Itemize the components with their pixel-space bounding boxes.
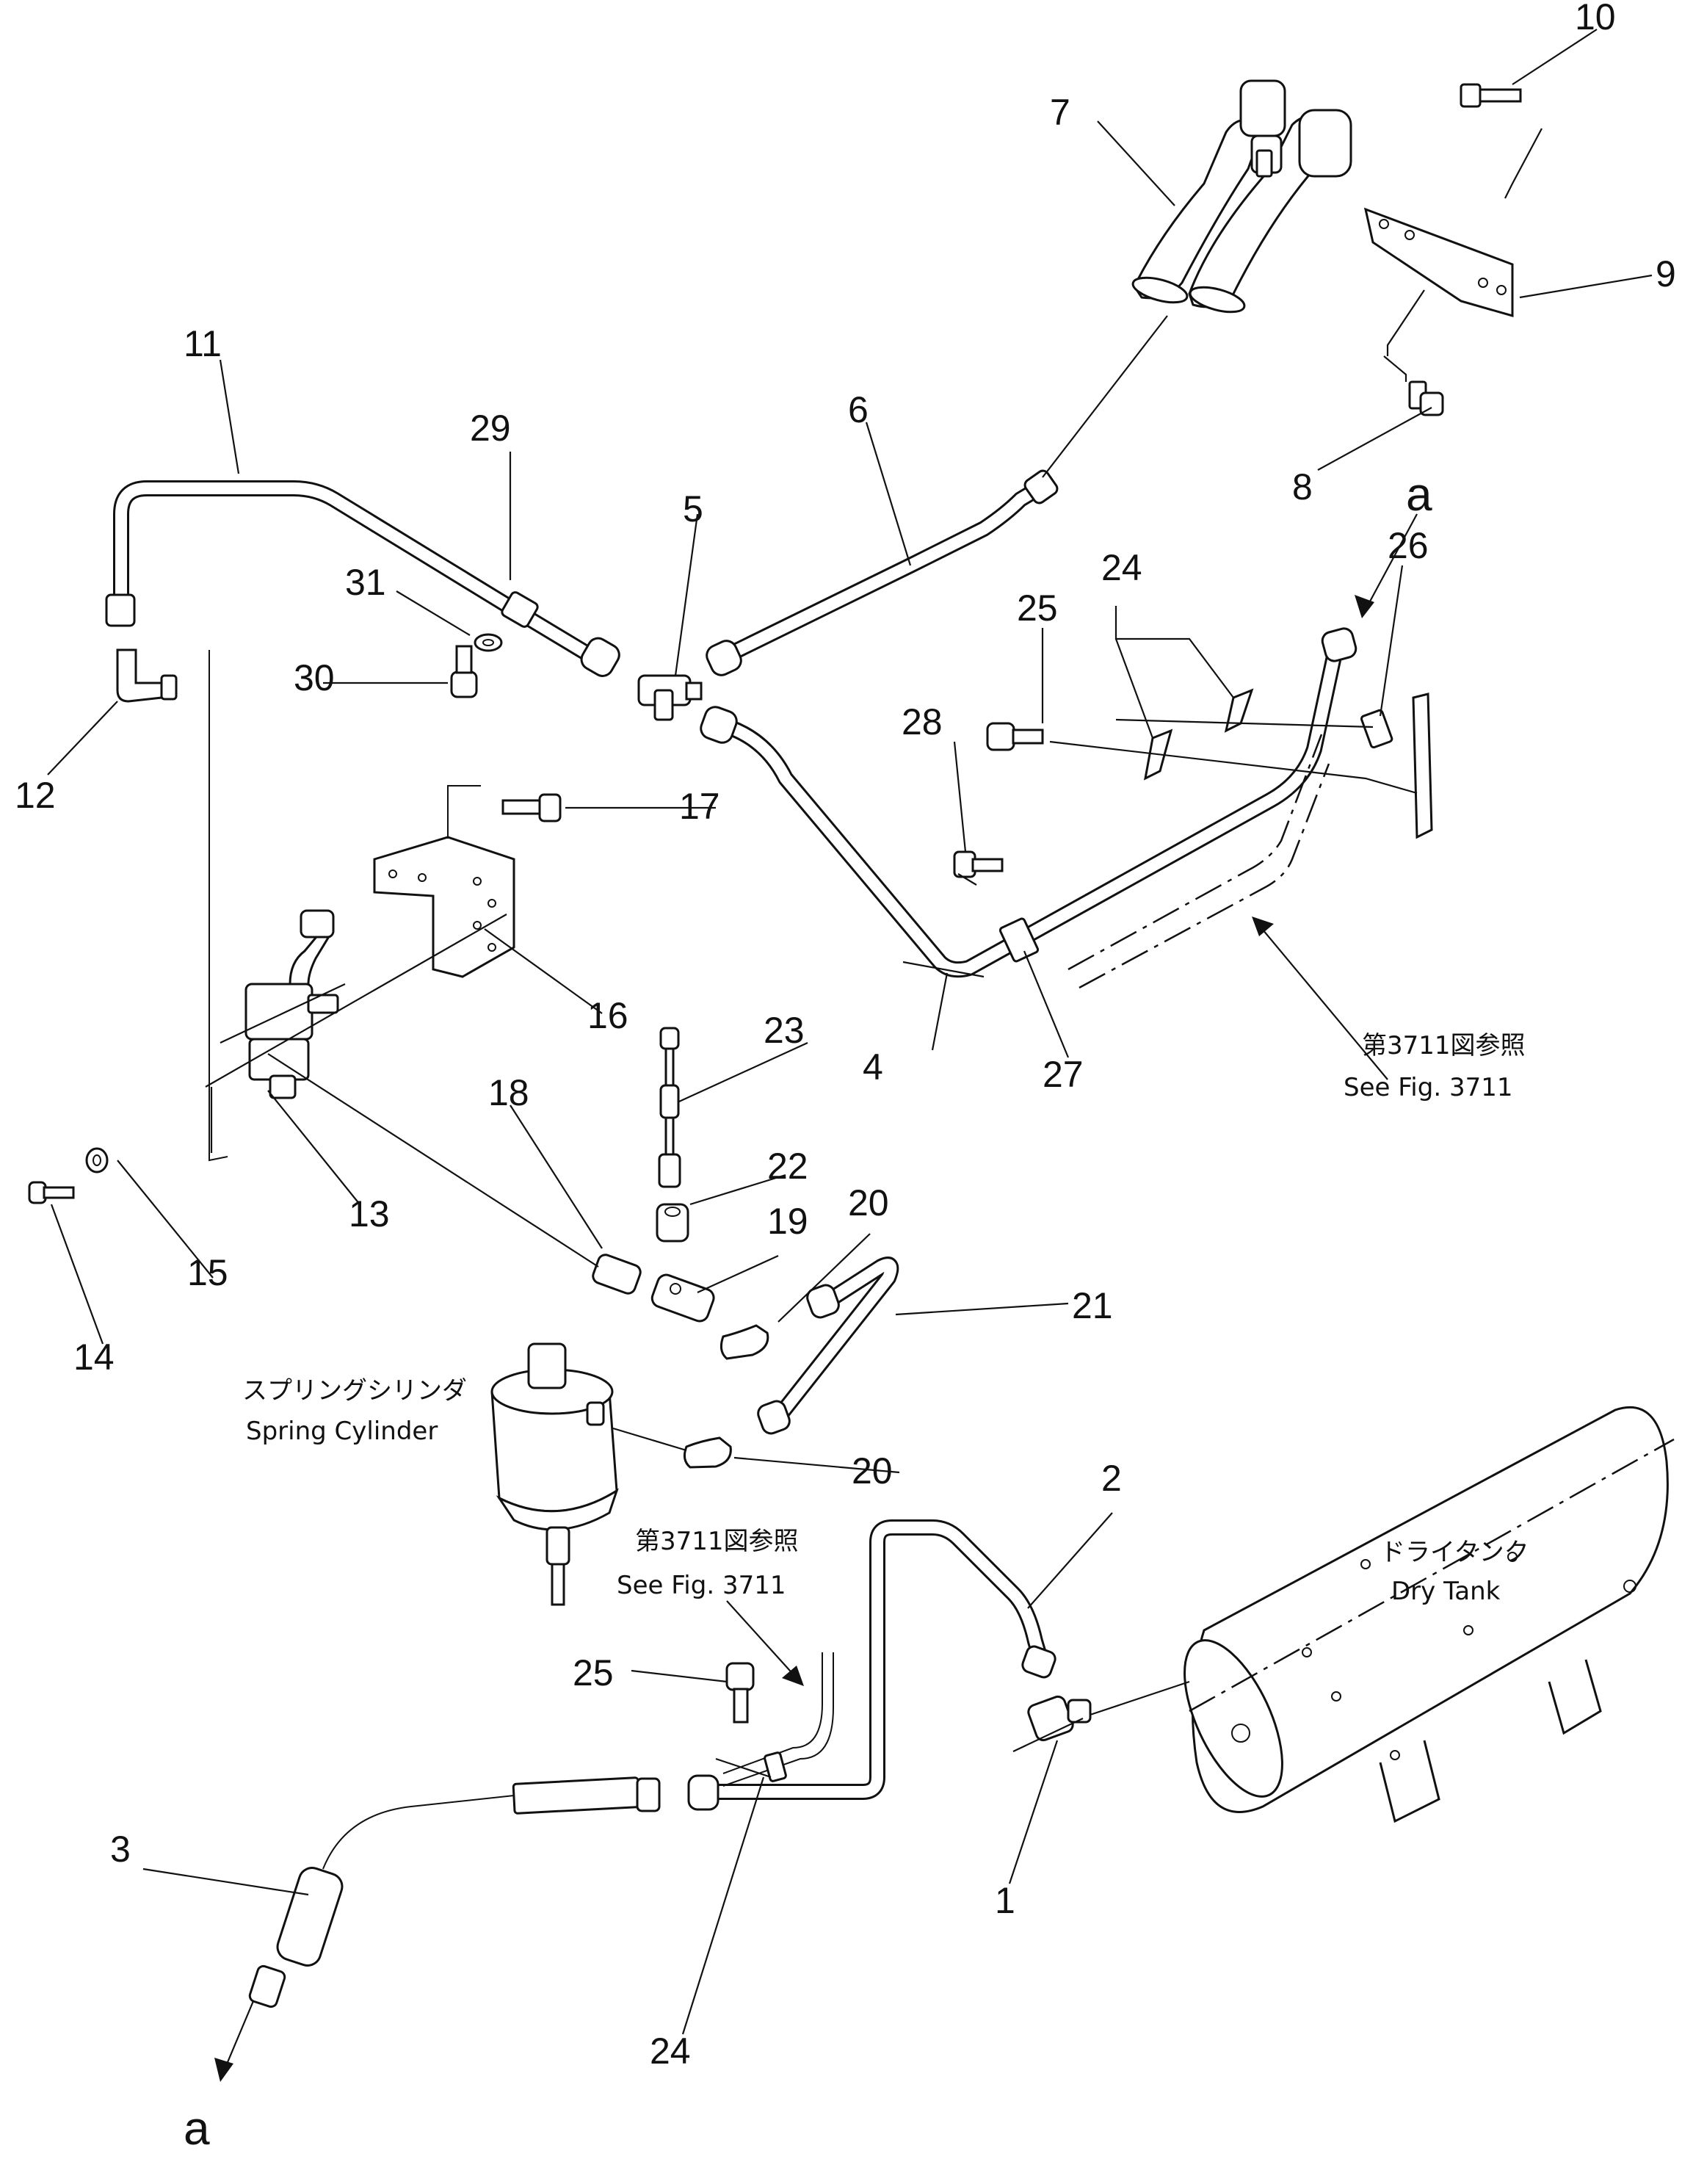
leader-lines: [47, 29, 1653, 2035]
callout-23: 23: [764, 1010, 805, 1051]
air-horn-7: [1131, 79, 1352, 314]
callout-5: 5: [683, 488, 703, 529]
callout-27: 27: [1043, 1054, 1084, 1095]
callout-24-lower: 24: [650, 2031, 691, 2072]
arrow-a-top-head: [1355, 595, 1374, 618]
clip-26: [1360, 709, 1393, 749]
spring-cylinder-label-en: Spring Cylinder: [246, 1417, 438, 1446]
callout-31: 31: [345, 562, 386, 603]
callout-6: 6: [848, 389, 869, 430]
dry-tank: [1183, 1406, 1669, 1823]
zone-line-left: [209, 650, 228, 1162]
guide-line-4b: [1079, 763, 1330, 989]
callout-14: 14: [73, 1337, 115, 1378]
elbow-12: [116, 648, 178, 703]
washer-15: [85, 1147, 109, 1174]
callout-25-lower: 25: [573, 1652, 614, 1693]
callout-13: 13: [349, 1193, 390, 1234]
callout-29: 29: [470, 408, 511, 449]
connection-mark-a-bottom: a: [184, 2102, 210, 2155]
pipe-21: [757, 1256, 899, 1435]
callout-11: 11: [184, 323, 222, 364]
tee-fitting-5: [637, 674, 703, 721]
callout-12: 12: [15, 775, 56, 816]
tank-centerline: [1189, 1438, 1675, 1713]
bolt-17: [501, 793, 562, 822]
bolt-30: [450, 645, 478, 698]
callout-18: 18: [488, 1072, 529, 1113]
callout-26: 26: [1388, 525, 1429, 566]
callout-3: 3: [110, 1829, 131, 1870]
connector-18: [592, 1254, 642, 1295]
spring-cylinder-label-jp: スプリングシリンダ: [242, 1376, 467, 1406]
callout-30: 30: [294, 657, 335, 698]
ref-note-jp-bottom: 第3711図参照: [635, 1527, 799, 1556]
pipe-6: [706, 469, 1059, 676]
callout-2: 2: [1101, 1458, 1122, 1499]
callout-17: 17: [679, 786, 720, 827]
bolt-28: [953, 850, 1004, 878]
bolt-25-lower: [725, 1662, 755, 1724]
callout-15: 15: [187, 1252, 228, 1293]
callout-20-lower: 20: [852, 1450, 893, 1491]
ref-note-en-bottom: See Fig. 3711: [617, 1571, 786, 1600]
callout-16: 16: [587, 995, 628, 1036]
tee-19: [650, 1273, 715, 1323]
callout-28: 28: [902, 701, 943, 742]
ref-note-jp-top: 第3711図参照: [1362, 1031, 1526, 1060]
bracket-16: [373, 785, 515, 978]
callout-labels: 10 7 9 8 11 29 6 5 31 30 12 24 25 26 28 …: [15, 0, 1676, 2155]
bracket-9: [1363, 207, 1514, 317]
callout-8: 8: [1292, 466, 1313, 507]
pipe-24-lower: [722, 1652, 834, 1787]
clips-24-upper: [1143, 688, 1254, 781]
arrows: [214, 513, 1418, 2082]
callout-19: 19: [767, 1201, 808, 1242]
dry-tank-label-en: Dry Tank: [1391, 1577, 1501, 1606]
plug-22: [656, 1203, 689, 1243]
bolt-25-upper: [986, 722, 1044, 751]
mounting-plate: [1412, 693, 1433, 839]
callout-1: 1: [995, 1880, 1015, 1921]
arrow-fig3711-head-top: [1252, 916, 1274, 936]
bolt-8: [1408, 380, 1444, 416]
pipe-11: [105, 480, 620, 677]
callout-25-upper: 25: [1017, 587, 1058, 629]
callout-24-upper: 24: [1101, 547, 1142, 588]
dry-tank-label-jp: ドライタンク: [1380, 1538, 1529, 1567]
callout-7: 7: [1050, 92, 1070, 133]
washer-31: [474, 633, 503, 652]
bolt-10: [1460, 83, 1522, 108]
elbow-20-lower: [683, 1436, 732, 1469]
connection-mark-a-top: a: [1406, 468, 1432, 521]
screw-14: [28, 1181, 75, 1204]
sensor-23: [658, 1027, 681, 1188]
pipe-2: [687, 1519, 1056, 1811]
ref-note-en-top: See Fig. 3711: [1344, 1073, 1512, 1102]
annotation-notes: 第3711図参照 See Fig. 3711 第3711図参照 See Fig.…: [242, 1031, 1529, 1606]
spring-cylinder: [490, 1342, 619, 1606]
hose-3: [248, 1776, 661, 2008]
callout-22: 22: [767, 1146, 808, 1187]
callout-20-upper: 20: [848, 1182, 889, 1223]
callout-21: 21: [1072, 1285, 1113, 1326]
elbow-20-upper: [719, 1324, 769, 1360]
fitting-1: [1027, 1695, 1092, 1742]
callout-10: 10: [1575, 0, 1616, 37]
clamp-29: [501, 591, 539, 628]
pipe-4: [700, 627, 1357, 978]
callout-9: 9: [1656, 253, 1676, 294]
arrow-a-bottom-head: [214, 2058, 233, 2082]
arrow-fig3711-head-bottom: [782, 1666, 804, 1686]
callout-4: 4: [863, 1046, 883, 1088]
guide-line-4: [1067, 734, 1323, 971]
